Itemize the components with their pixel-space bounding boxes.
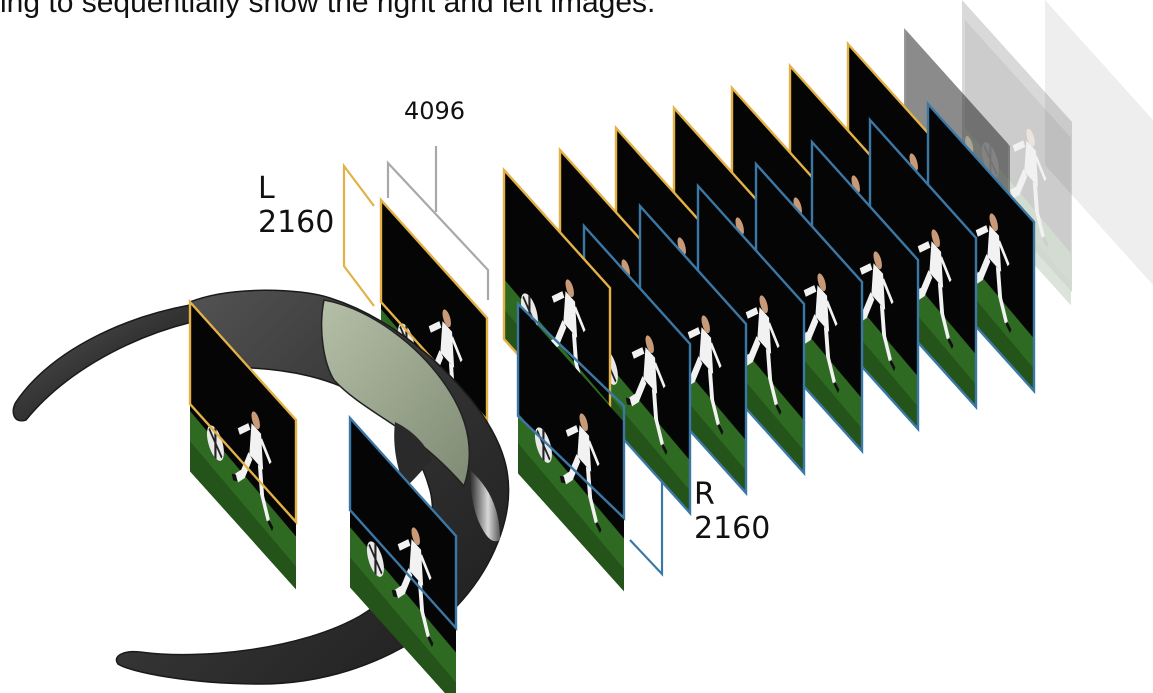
width-value: 4096 <box>404 97 466 125</box>
faded-frame <box>962 0 1072 305</box>
right-eye-letter: R <box>694 477 715 512</box>
faded-frame <box>1045 0 1153 285</box>
eye-left-frame <box>190 302 296 589</box>
left-eye-height: 2160 <box>258 204 335 240</box>
caption-text: ing to sequentially show the right and l… <box>0 0 656 19</box>
frame-sequence <box>504 44 1034 591</box>
right-eye-label: R 2160 <box>694 478 770 545</box>
left-height-bracket <box>342 162 375 307</box>
left-eye-letter: L <box>258 171 275 206</box>
width-bracket <box>386 146 490 300</box>
width-label: 4096 <box>404 98 465 125</box>
isolated-left-frame <box>381 200 487 487</box>
left-eye-label: L 2160 <box>258 172 334 239</box>
right-eye-height: 2160 <box>694 510 771 546</box>
frame-right-eye <box>518 304 624 591</box>
eye-right-frame <box>350 418 456 693</box>
